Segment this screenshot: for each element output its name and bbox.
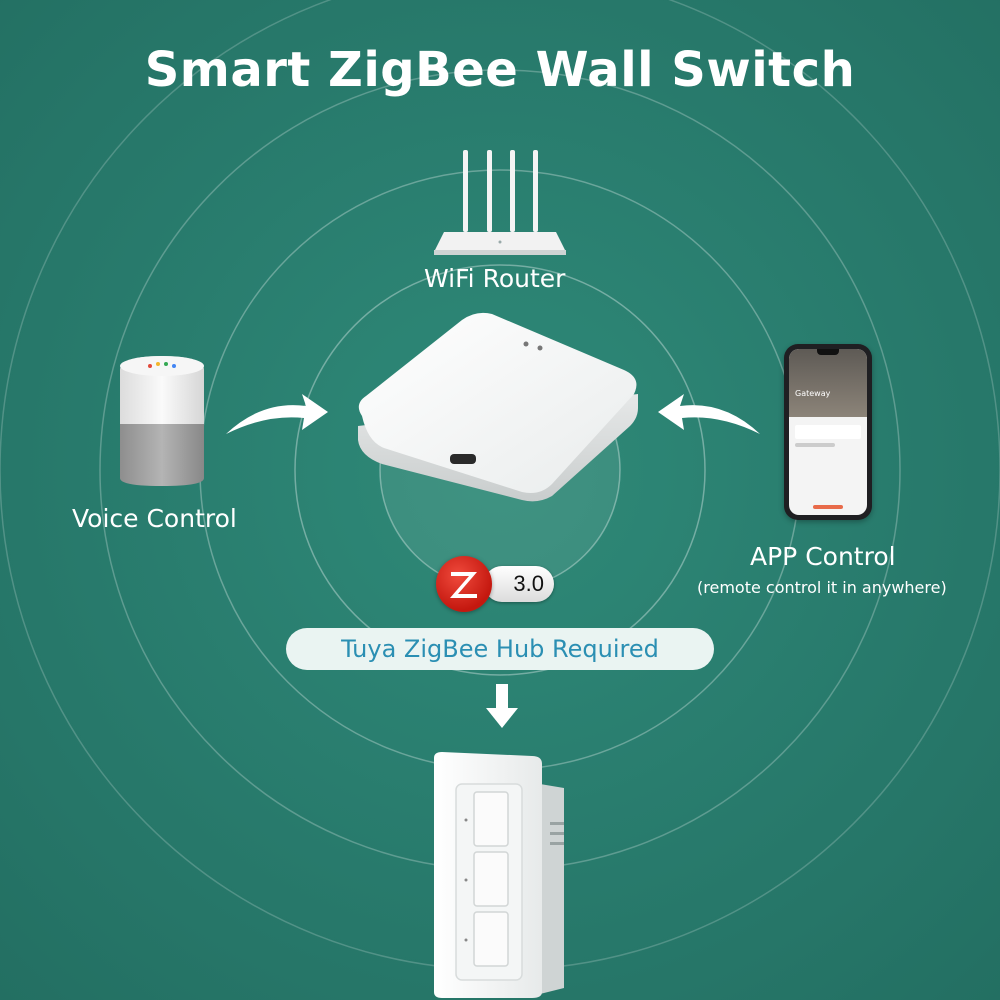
smart-speaker-icon bbox=[120, 356, 204, 486]
wifi-router-icon bbox=[434, 150, 566, 255]
phone-header-image: Gateway bbox=[789, 349, 867, 417]
zigbee-hub-icon bbox=[358, 312, 638, 502]
smartphone-icon: Gateway bbox=[784, 344, 872, 520]
arrow-left-icon bbox=[658, 394, 760, 434]
phone-header-title: Gateway bbox=[795, 389, 831, 398]
arrow-down-icon bbox=[486, 684, 518, 728]
zigbee-version: 3.0 bbox=[484, 566, 554, 602]
router-label: WiFi Router bbox=[424, 264, 566, 293]
app-label: APP Control bbox=[750, 542, 896, 571]
phone-list-item bbox=[795, 425, 861, 439]
app-sublabel: (remote control it in anywhere) bbox=[697, 578, 947, 597]
wall-switch-icon bbox=[434, 752, 564, 998]
zigbee-badge: 3.0 bbox=[436, 556, 560, 612]
arrow-right-icon bbox=[226, 394, 328, 434]
zigbee-logo-icon bbox=[436, 556, 492, 612]
page-title: Smart ZigBee Wall Switch bbox=[144, 42, 856, 98]
hub-required-banner: Tuya ZigBee Hub Required bbox=[286, 628, 714, 670]
voice-label: Voice Control bbox=[72, 504, 237, 533]
phone-screen: Gateway bbox=[789, 349, 867, 515]
